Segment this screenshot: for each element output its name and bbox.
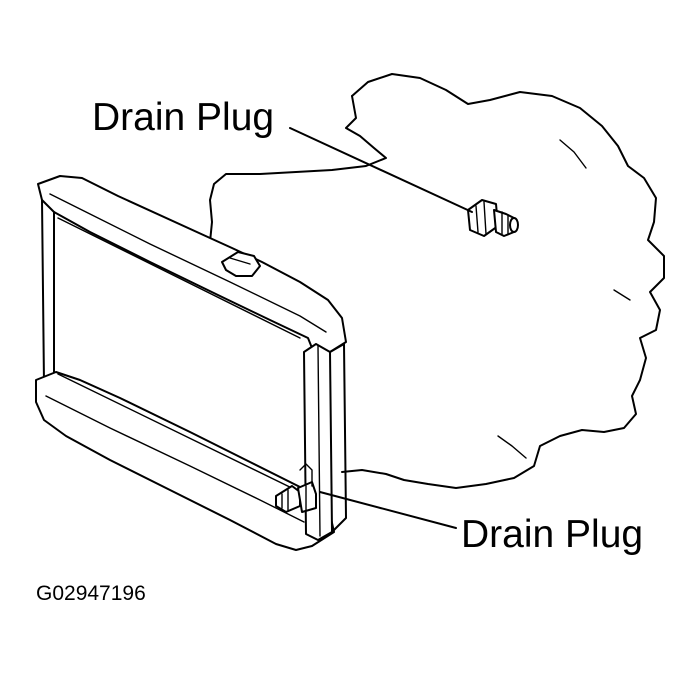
radiator <box>35 175 347 551</box>
radiator-drain-plug-icon <box>275 463 317 513</box>
engine-drain-plug-icon <box>467 199 519 237</box>
leader-line-engine <box>289 127 473 213</box>
figure-code: G02947196 <box>36 582 146 605</box>
engine-drain-plug-label: Drain Plug <box>92 96 275 139</box>
engine-block-outline <box>209 73 665 489</box>
leader-line-radiator <box>319 491 457 529</box>
radiator-bottom-tank <box>35 371 335 551</box>
radiator-drain-plug-label: Drain Plug <box>461 513 644 556</box>
